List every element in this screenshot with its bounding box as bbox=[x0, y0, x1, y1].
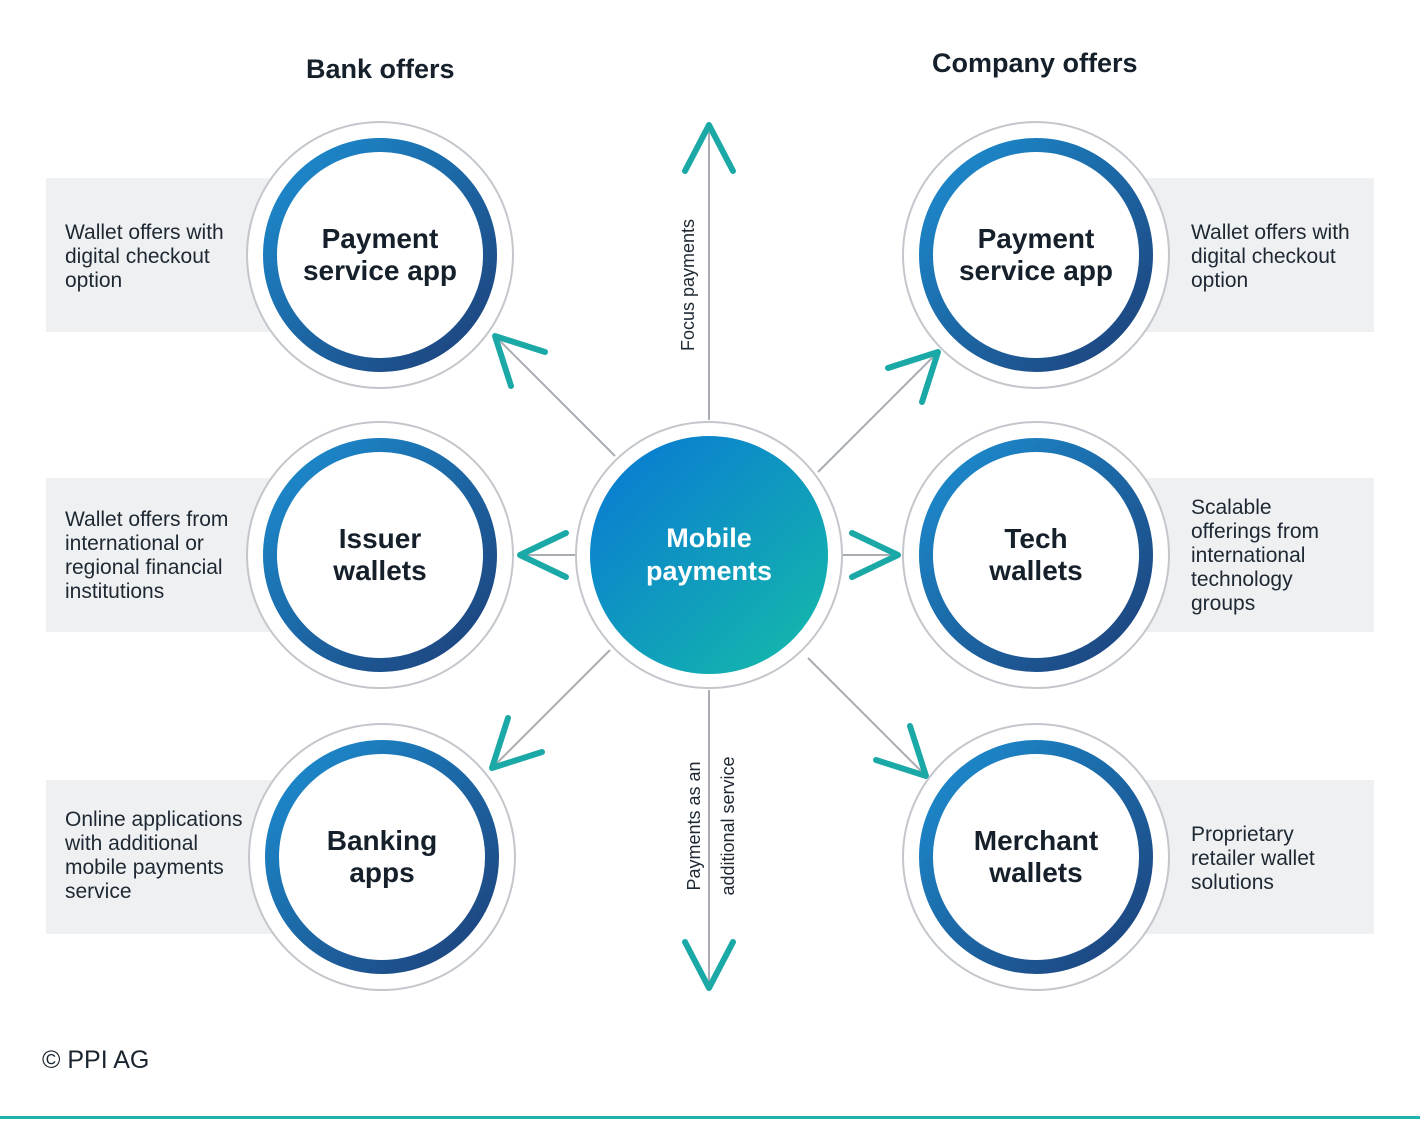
connector-upper-left bbox=[494, 335, 616, 457]
arrowhead-up bbox=[682, 122, 736, 174]
connector-upper-right bbox=[817, 351, 939, 473]
ring-graphic bbox=[246, 121, 514, 389]
ring-graphic bbox=[248, 723, 516, 991]
ring-graphic bbox=[902, 723, 1170, 991]
connector-lower-right bbox=[807, 657, 927, 777]
connector-lower-left bbox=[491, 649, 611, 769]
arrowhead-left bbox=[517, 530, 569, 580]
hub-graphic bbox=[575, 421, 843, 689]
bank-offers-heading: Bank offers bbox=[306, 54, 455, 84]
ring-graphic bbox=[246, 421, 514, 689]
ring-graphic bbox=[902, 121, 1170, 389]
arrowhead-down bbox=[682, 939, 736, 991]
arrowhead-upper-left bbox=[492, 333, 548, 389]
company-offers-heading: Company offers bbox=[932, 48, 1138, 78]
copyright-text: © PPI AG bbox=[42, 1046, 150, 1074]
arrowhead-upper-right bbox=[885, 349, 941, 405]
arrowhead-right bbox=[849, 530, 901, 580]
axis-label-top: Focus payments bbox=[678, 218, 698, 352]
arrowhead-lower-left bbox=[489, 715, 545, 771]
ring-graphic bbox=[902, 421, 1170, 689]
arrowhead-lower-right bbox=[873, 723, 929, 779]
bottom-rule bbox=[0, 1116, 1420, 1119]
